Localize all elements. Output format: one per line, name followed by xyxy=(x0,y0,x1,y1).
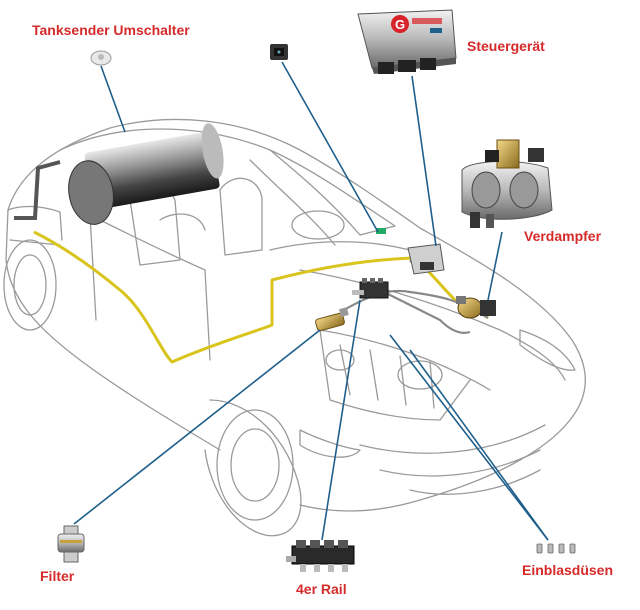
gas-tank xyxy=(68,123,224,225)
leader-verdampfer xyxy=(487,231,503,301)
leader-tanksender xyxy=(100,65,126,133)
vaporizer-installed xyxy=(456,296,496,319)
nozzles-product xyxy=(536,543,576,554)
ecu-logo-letter: G xyxy=(395,17,405,32)
leader-steuergeraet xyxy=(411,75,437,247)
filter-installed xyxy=(315,307,349,332)
filler-pipe xyxy=(14,160,61,220)
label-4er-rail: 4er Rail xyxy=(296,581,347,597)
leader-rail xyxy=(321,299,361,541)
vaporizer-unit xyxy=(461,139,553,228)
label-tanksender-umschalter: Tanksender Umschalter xyxy=(32,22,190,38)
label-verdampfer: Verdampfer xyxy=(524,228,602,244)
ecu-installed xyxy=(407,243,445,275)
leader-einblasduesen-1 xyxy=(409,349,549,541)
leader-einblasduesen-2 xyxy=(389,334,549,541)
leader-lines xyxy=(73,61,549,541)
tank-sender-switch-icon xyxy=(90,50,112,66)
label-steuergeraet: Steuergerät xyxy=(467,38,545,54)
rail-installed xyxy=(352,278,389,299)
filter-product xyxy=(57,525,85,563)
ecu-unit: G xyxy=(357,9,457,74)
label-einblasduesen: Einblasdüsen xyxy=(522,562,614,578)
dashboard-switch-icon xyxy=(270,44,386,234)
leader-filter xyxy=(73,329,321,525)
gas-line xyxy=(33,230,490,364)
label-filter: Filter xyxy=(40,568,75,584)
leader-dashboard-switch xyxy=(281,61,379,233)
rail-product xyxy=(286,540,355,572)
